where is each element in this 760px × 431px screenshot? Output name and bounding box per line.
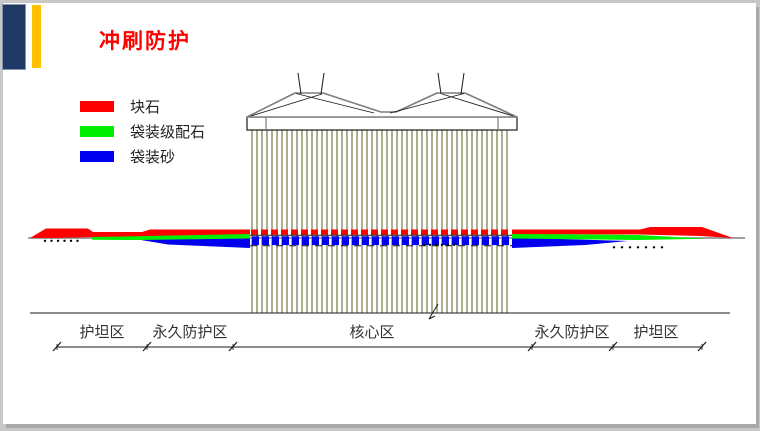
piles-group xyxy=(251,130,508,313)
accent-bar-navy xyxy=(2,4,26,70)
zone-label-core: 核心区 xyxy=(349,325,395,341)
zone-label-permanent-right: 永久防护区 xyxy=(534,325,610,341)
legend-item-bagged-sand: 袋装砂 xyxy=(80,144,205,169)
core-armour-bands xyxy=(251,229,509,246)
pile-cap xyxy=(246,116,518,131)
page-title: 冲刷防护 xyxy=(99,30,191,53)
legend-swatch-blue xyxy=(80,151,114,162)
legend-label: 袋装砂 xyxy=(130,150,176,166)
legend-label: 块石 xyxy=(130,100,161,116)
legend-item-bagged-graded-stone: 袋装级配石 xyxy=(80,119,205,144)
pile-tip-line xyxy=(30,303,730,320)
legend-swatch-red xyxy=(80,101,114,112)
zone-label-apron-left: 护坦区 xyxy=(79,325,125,341)
accent-bar-yellow xyxy=(32,5,41,68)
slide-background xyxy=(3,3,756,424)
tower-perspective-lines xyxy=(250,93,514,117)
right-protection-layers xyxy=(512,227,733,248)
legend-item-block-stone: 块石 xyxy=(80,94,205,119)
legend-label: 袋装级配石 xyxy=(130,125,206,141)
tower-bases xyxy=(246,72,518,118)
legend-swatch-green xyxy=(80,126,114,137)
zone-label-permanent-left: 永久防护区 xyxy=(152,325,228,341)
legend: 块石 袋装级配石 袋装砂 xyxy=(80,94,205,169)
zone-dimension-line xyxy=(52,341,707,352)
dot-marks xyxy=(43,239,664,249)
left-protection-layers xyxy=(30,228,250,248)
tower-legs xyxy=(297,72,465,95)
zone-label-apron-right: 护坦区 xyxy=(633,325,679,341)
